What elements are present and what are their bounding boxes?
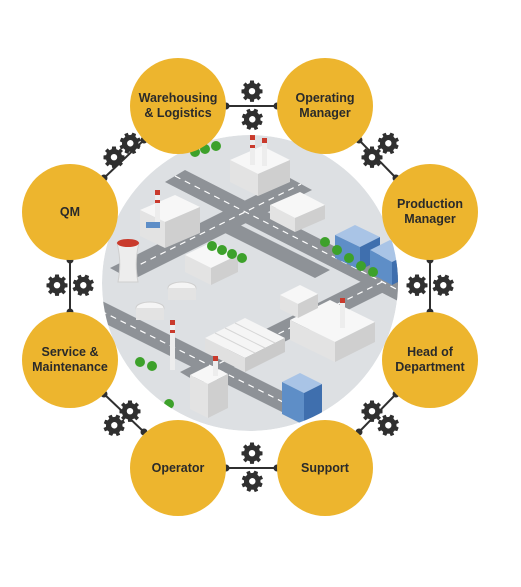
role-head-of-department: Head of Department [382,312,478,408]
gear-icon [238,467,267,496]
industrial-city-illustration [102,135,398,431]
chimneys [155,135,345,376]
role-production-manager: Production Manager [382,164,478,260]
role-warehousing-logistics: Warehousing & Logistics [130,58,226,154]
gear-icon [119,400,141,422]
gear-icon [361,146,383,168]
gear-icon [241,80,263,102]
gear-icon [103,146,125,168]
role-support: Support [277,420,373,516]
role-operating-manager: Operating Manager [277,58,373,154]
gear-icon [406,274,428,296]
gear-icon [46,274,68,296]
gear-icon [361,400,383,422]
role-service-maintenance: Service & Maintenance [22,312,118,408]
gear-icon [429,271,458,300]
role-qm: QM [22,164,118,260]
factory-buildings [140,146,375,372]
gear-icon [238,105,267,134]
cooling-tower-and-tanks [116,239,197,320]
glass-office-towers [190,225,398,425]
role-operator: Operator [130,420,226,516]
gear-icon [241,442,263,464]
gear-icon [69,271,98,300]
